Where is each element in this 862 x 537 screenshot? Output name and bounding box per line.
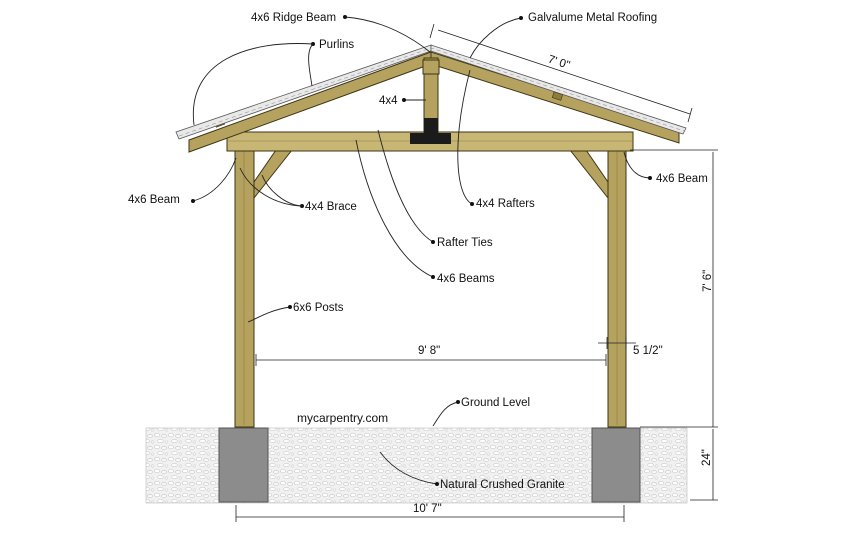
king-post-label: 4x4	[379, 95, 398, 107]
purlins-label: Purlins	[319, 39, 354, 51]
inner-span-dimension: 9' 8"	[418, 345, 440, 357]
rafters-label: 4x4 Rafters	[476, 198, 535, 210]
granite-label: Natural Crushed Granite	[440, 479, 565, 491]
brace-label: 4x4 Brace	[305, 201, 357, 213]
watermark: mycarpentry.com	[297, 411, 388, 425]
beams-label: 4x6 Beams	[437, 273, 495, 285]
rafter-ties-label: Rafter Ties	[437, 237, 493, 249]
ridge-beam-label: 4x6 Ridge Beam	[251, 12, 336, 24]
post-left	[234, 147, 255, 428]
concrete-footing-right	[591, 427, 641, 503]
beam-right-label: 4x6 Beam	[656, 173, 708, 185]
post-height-dimension: 7' 6"	[702, 270, 714, 292]
overall-width-dimension: 10' 7"	[413, 503, 442, 515]
metal-roofing-left	[175, 44, 432, 140]
beam-left-label: 4x6 Beam	[128, 194, 180, 206]
ground-level-label: Ground Level	[461, 397, 530, 409]
ridge-beam	[422, 59, 440, 75]
post-offset-dimension: 5 1/2"	[633, 345, 663, 357]
concrete-footing-left	[218, 427, 269, 503]
roofing-label: Galvalume Metal Roofing	[528, 12, 657, 24]
brace-right	[568, 149, 609, 200]
rafter-length-dimension: 7' 0"	[546, 54, 571, 72]
post-bracket	[410, 133, 451, 144]
footing-depth-dimension: 24"	[701, 449, 713, 466]
posts-label: 6x6 Posts	[293, 302, 344, 314]
metal-roofing-right	[430, 44, 687, 135]
